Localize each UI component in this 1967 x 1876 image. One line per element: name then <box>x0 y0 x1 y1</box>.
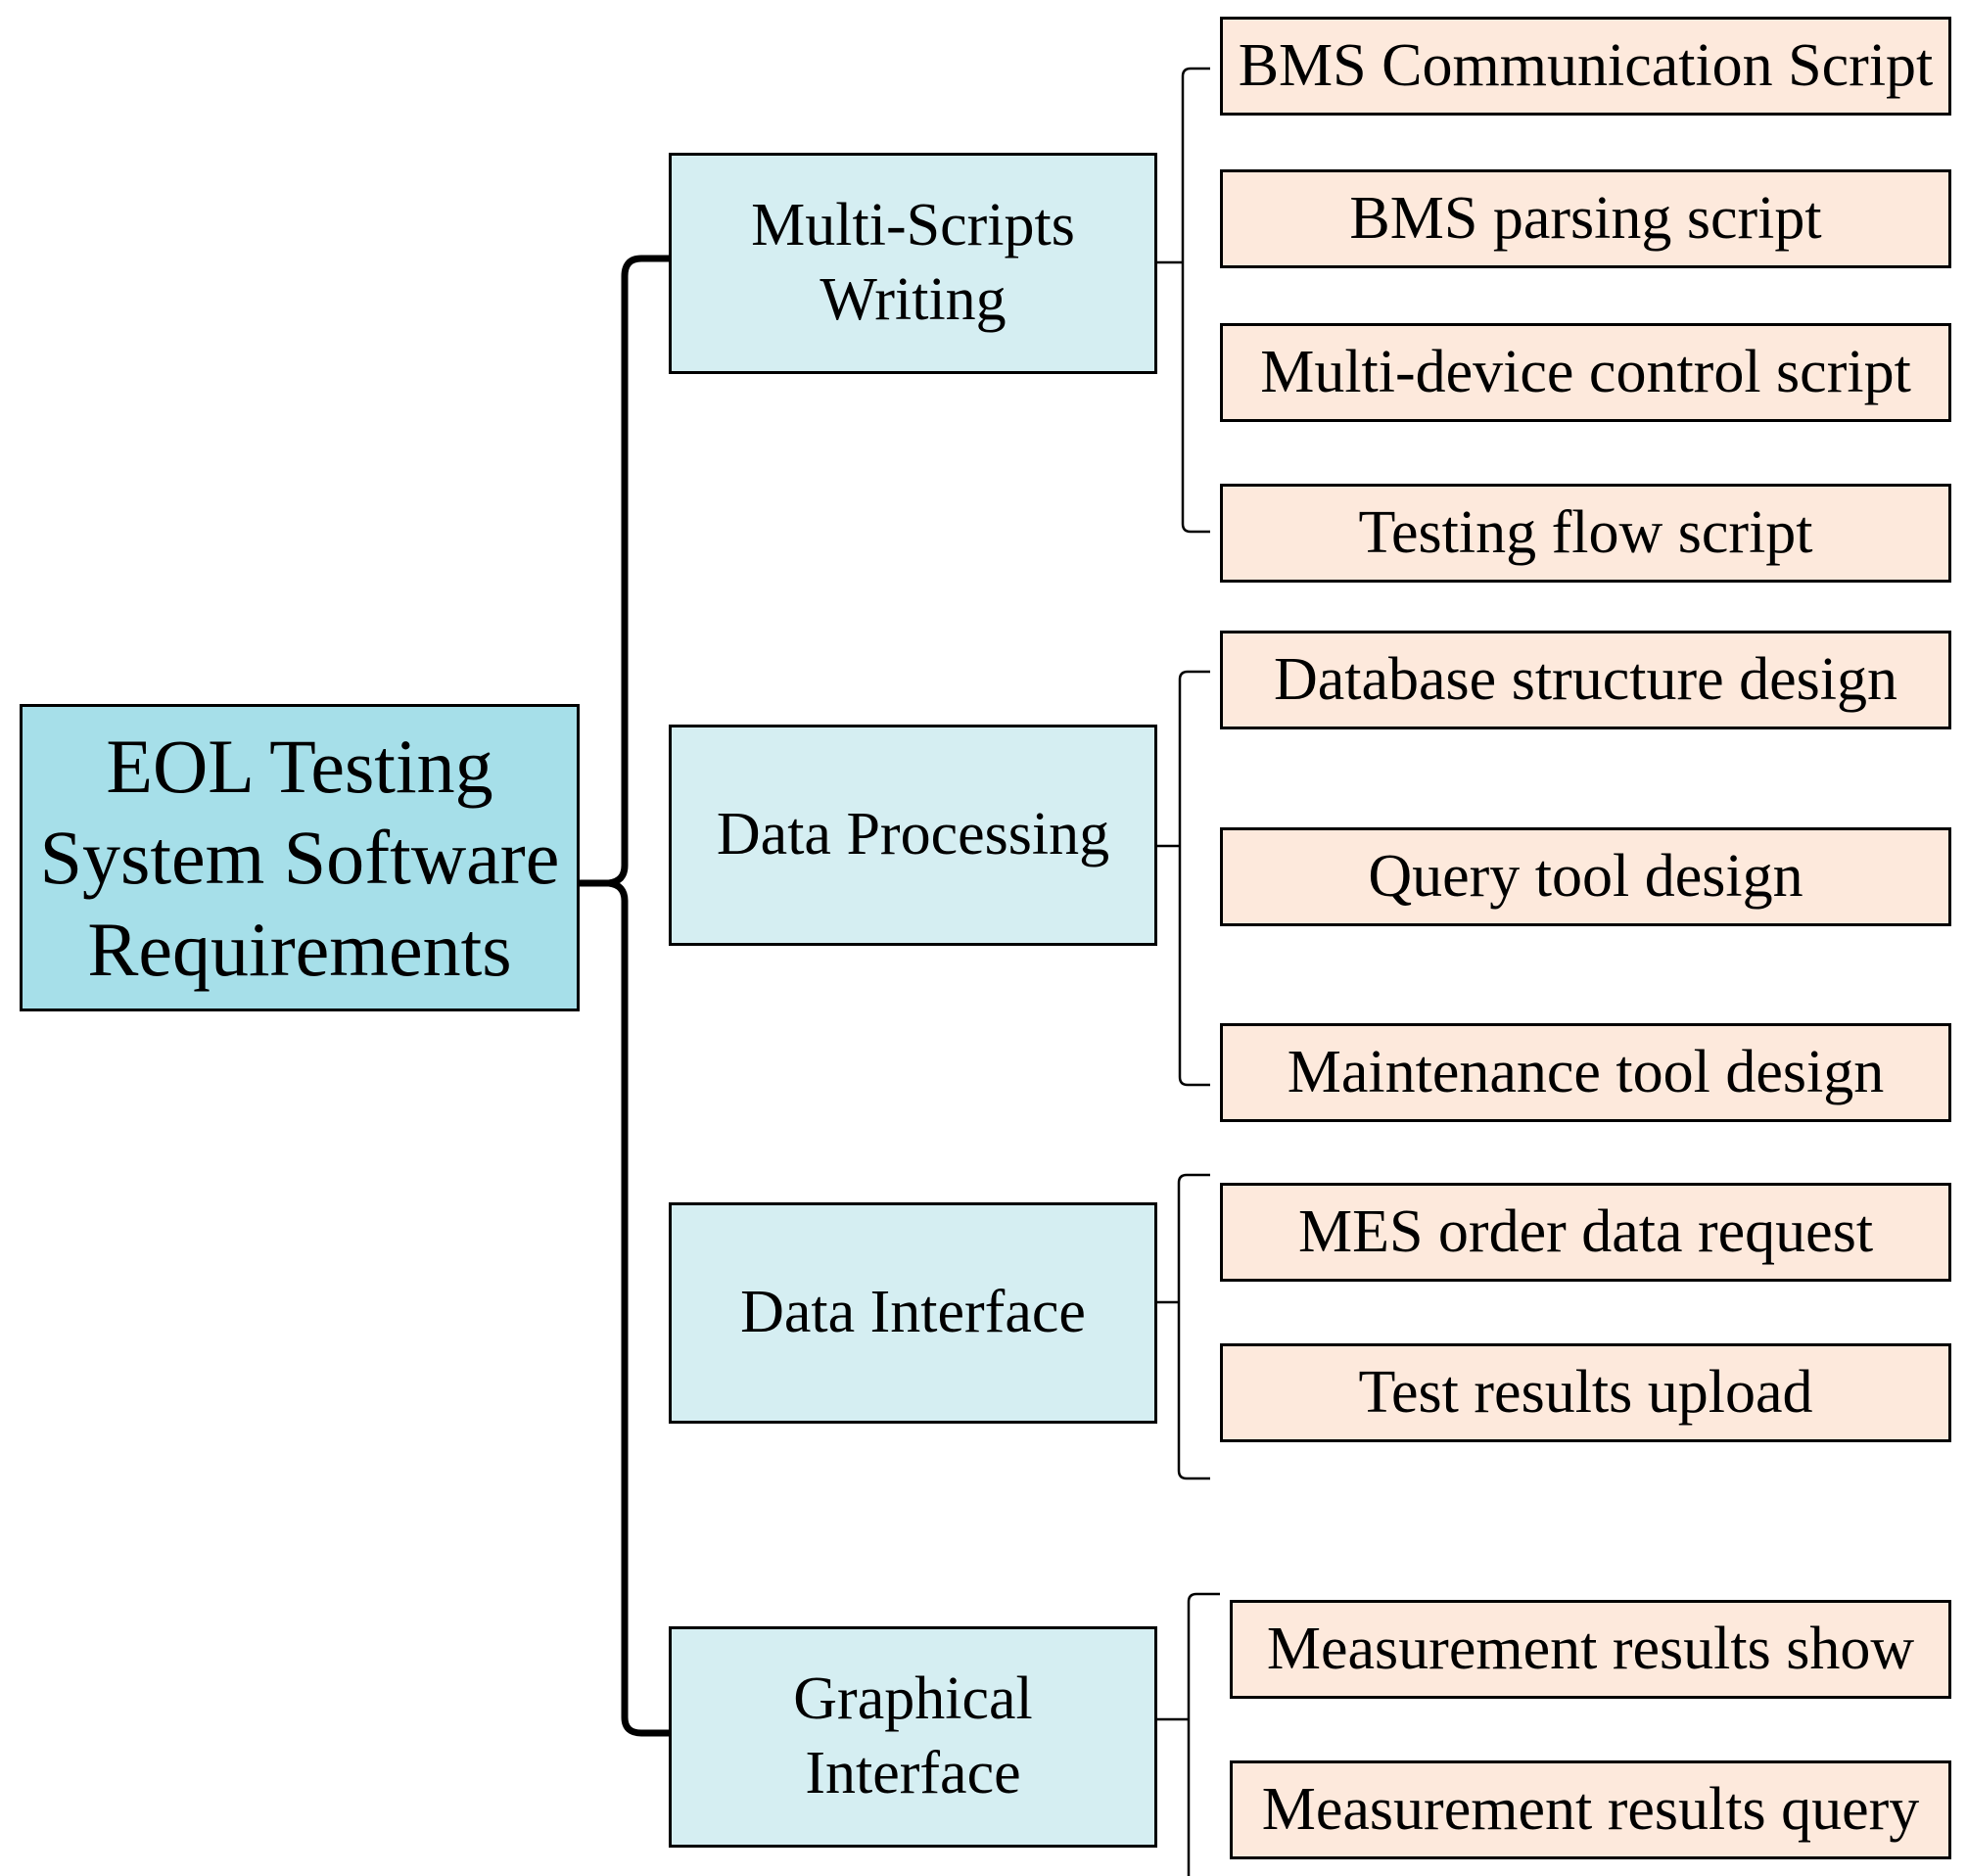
category-data-processing: Data Processing <box>669 725 1157 946</box>
data-interface-bracket <box>1157 1173 1210 1480</box>
category-graphical-interface: Graphical Interface <box>669 1626 1157 1848</box>
item-bms-communication-script: BMS Communication Script <box>1220 17 1951 116</box>
multi-scripts-bracket <box>1157 67 1210 534</box>
item-multi-device-control-script: Multi-device control script <box>1220 323 1951 422</box>
category-data-interface: Data Interface <box>669 1202 1157 1424</box>
item-test-results-upload: Test results upload <box>1220 1343 1951 1442</box>
graphical-interface-bracket <box>1157 1592 1220 1876</box>
item-maintenance-tool-design: Maintenance tool design <box>1220 1023 1951 1122</box>
root-node: EOL Testing System Software Requirements <box>20 704 580 1011</box>
category-multi-scripts-writing: Multi-Scripts Writing <box>669 153 1157 374</box>
item-mes-order-data-request: MES order data request <box>1220 1183 1951 1282</box>
data-processing-bracket <box>1157 670 1210 1087</box>
item-query-tool-design: Query tool design <box>1220 827 1951 926</box>
item-measurement-results-show: Measurement results show <box>1230 1600 1951 1699</box>
item-bms-parsing-script: BMS parsing script <box>1220 169 1951 268</box>
item-testing-flow-script: Testing flow script <box>1220 484 1951 583</box>
root-bracket <box>580 255 669 1737</box>
item-measurement-results-query: Measurement results query <box>1230 1760 1951 1859</box>
item-database-structure-design: Database structure design <box>1220 631 1951 729</box>
